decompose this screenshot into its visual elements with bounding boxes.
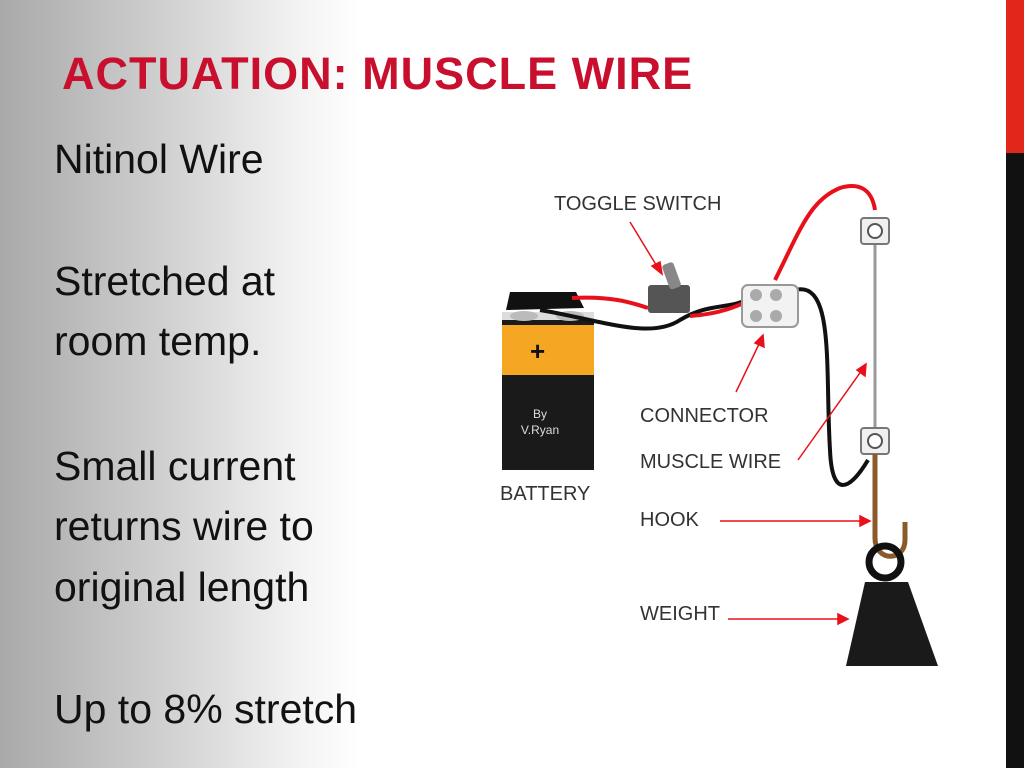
top-wire-clamp [860, 217, 890, 245]
bottom-wire-clamp [860, 427, 890, 455]
bullet-current-line2: returns wire to [54, 503, 314, 549]
battery-positive-band [502, 325, 594, 375]
connector-screw-2 [770, 289, 782, 301]
battery-cap [506, 292, 584, 310]
battery-plus-sign: + [530, 336, 545, 366]
arrowhead-hook [859, 514, 872, 528]
black-wire-battery-to-connector [539, 296, 752, 331]
battery-terminal-left [510, 311, 538, 321]
arrowhead-toggle-switch [650, 260, 664, 276]
hook [872, 454, 908, 559]
bullet-current-line3: original length [54, 564, 310, 610]
slide-title: ACTUATION: MUSCLE WIRE [62, 48, 694, 99]
bullet-current-line1: Small current [54, 443, 296, 489]
accent-bar-red [1006, 0, 1024, 153]
weight [846, 542, 938, 666]
label-muscle-wire: MUSCLE WIRE [640, 451, 781, 473]
toggle-switch-lever [662, 262, 681, 290]
connector-screw-3 [750, 310, 762, 322]
label-weight: WEIGHT [640, 603, 720, 625]
bullet-stretched-line2: room temp. [54, 318, 262, 364]
battery-credit-by: By [533, 407, 547, 421]
toggle-switch-body [648, 285, 690, 313]
arrowhead-weight [837, 612, 850, 626]
red-wire-battery-to-switch [571, 295, 649, 310]
label-connector: CONNECTOR [640, 405, 769, 427]
label-battery: BATTERY [500, 483, 590, 505]
top-clamp-screw [867, 223, 883, 239]
toggle-switch [648, 262, 690, 313]
weight-ring [865, 542, 905, 582]
bullet-stretch-percent: Up to 8% stretch [54, 686, 358, 732]
battery-credit-author: V.Ryan [521, 423, 559, 437]
connector-screw-4 [770, 310, 782, 322]
arrowhead-connector [753, 333, 765, 349]
label-hook: HOOK [640, 509, 700, 531]
arrow-connector [735, 341, 761, 393]
label-arrows [629, 221, 872, 626]
connector-block [741, 284, 799, 328]
bottom-clamp-screw [867, 433, 883, 449]
red-wire-connector-to-top-clamp [773, 184, 877, 281]
bullet-stretched-line1: Stretched at [54, 258, 276, 304]
accent-bar [1006, 0, 1024, 768]
connector-screw-1 [750, 289, 762, 301]
muscle-wire-diagram: + By V.Ryan TOGGLE SWITCH CONNECTOR MUS [500, 184, 938, 666]
connector-housing [741, 284, 799, 328]
black-wire-connector-to-bottom-clamp [794, 287, 870, 487]
arrow-muscle-wire [797, 369, 863, 461]
arrow-toggle-switch [629, 221, 659, 269]
label-toggle-switch: TOGGLE SWITCH [554, 193, 721, 215]
weight-body [846, 582, 938, 666]
bullet-nitinol-wire: Nitinol Wire [54, 136, 264, 182]
arrowhead-muscle-wire [855, 362, 867, 378]
